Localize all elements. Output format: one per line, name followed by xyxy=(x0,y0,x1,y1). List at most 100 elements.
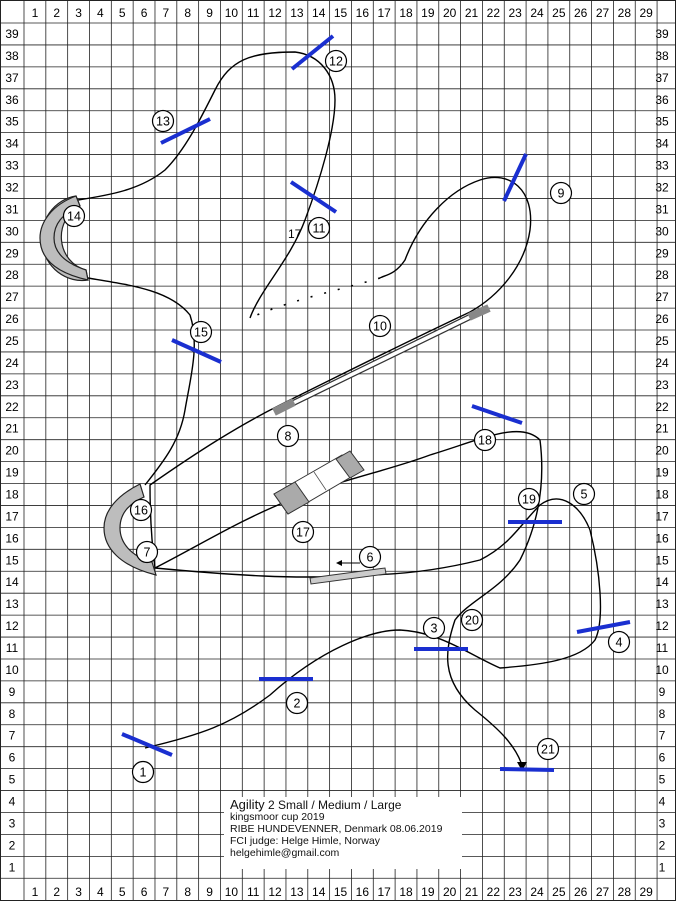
row-label: 14 xyxy=(655,575,669,589)
row-label: 2 xyxy=(9,838,16,852)
row-label: 22 xyxy=(5,400,19,414)
column-label: 21 xyxy=(465,6,479,20)
column-label: 8 xyxy=(184,6,191,20)
finish-arrow xyxy=(517,762,527,771)
course-title: Agility 2 Small / Medium / Large xyxy=(230,797,456,812)
hurdles xyxy=(121,34,631,772)
row-label: 31 xyxy=(5,202,19,216)
svg-text:10: 10 xyxy=(373,320,387,334)
course-title-main: Agility xyxy=(230,797,265,812)
row-label: 22 xyxy=(655,400,669,414)
row-labels-right: 3938373635343332313029282726252423222120… xyxy=(655,27,669,874)
row-label: 24 xyxy=(5,356,19,370)
obstacle-number-15: 15 xyxy=(189,320,213,344)
event-name: kingsmoor cup 2019 xyxy=(230,811,325,823)
column-label: 24 xyxy=(530,885,544,899)
column-label: 2 xyxy=(53,6,60,20)
a-frame xyxy=(273,450,365,515)
row-label: 28 xyxy=(655,268,669,282)
row-label: 34 xyxy=(5,137,19,151)
svg-text:19: 19 xyxy=(522,493,536,507)
seesaw xyxy=(309,560,387,585)
row-label: 15 xyxy=(5,553,19,567)
row-label: 2 xyxy=(659,838,666,852)
row-label: 18 xyxy=(655,487,669,501)
obstacle-number-12: 12 xyxy=(324,49,348,73)
column-label: 18 xyxy=(399,885,413,899)
course-info-box: Agility 2 Small / Medium / Large kingsmo… xyxy=(224,797,462,869)
column-label: 4 xyxy=(97,6,104,20)
row-label: 33 xyxy=(5,159,19,173)
column-label: 1 xyxy=(32,885,39,899)
row-label: 15 xyxy=(655,553,669,567)
row-label: 3 xyxy=(9,816,16,830)
row-label: 26 xyxy=(5,312,19,326)
row-label: 32 xyxy=(5,180,19,194)
obstacle-number-7: 7 xyxy=(135,540,159,564)
obstacle-number-2: 2 xyxy=(285,691,309,715)
column-label: 8 xyxy=(184,885,191,899)
obstacle-number-9: 9 xyxy=(549,181,573,205)
svg-text:9: 9 xyxy=(558,187,565,201)
row-label: 27 xyxy=(5,290,19,304)
row-label: 21 xyxy=(5,422,19,436)
svg-text:12: 12 xyxy=(329,55,343,69)
row-label: 23 xyxy=(655,378,669,392)
dog-path-left xyxy=(87,277,195,486)
column-label: 21 xyxy=(465,885,479,899)
row-label: 35 xyxy=(5,115,19,129)
row-label: 25 xyxy=(655,334,669,348)
row-label: 34 xyxy=(655,137,669,151)
svg-text:7: 7 xyxy=(144,546,151,560)
column-label: 3 xyxy=(75,6,82,20)
row-label: 6 xyxy=(9,751,16,765)
row-label: 13 xyxy=(5,597,19,611)
row-label: 19 xyxy=(5,466,19,480)
row-label: 33 xyxy=(655,159,669,173)
dog-path xyxy=(144,430,602,766)
svg-text:21: 21 xyxy=(541,743,555,757)
column-label: 12 xyxy=(268,6,282,20)
column-label: 10 xyxy=(225,6,239,20)
row-label: 1 xyxy=(9,860,16,874)
svg-text:8: 8 xyxy=(285,430,292,444)
column-label: 26 xyxy=(574,885,588,899)
row-label: 37 xyxy=(5,71,19,85)
svg-text:2: 2 xyxy=(294,697,301,711)
row-label: 27 xyxy=(655,290,669,304)
column-label: 11 xyxy=(247,885,260,899)
row-label: 13 xyxy=(655,597,669,611)
column-label: 15 xyxy=(334,885,348,899)
obstacle-number-21: 21 xyxy=(536,737,560,761)
obstacle-number-10: 10 xyxy=(368,314,392,338)
row-label: 28 xyxy=(5,268,19,282)
judge-name: FCI judge: Helge Himle, Norway xyxy=(230,835,380,847)
column-label: 14 xyxy=(312,885,326,899)
obstacle-number-17: 17 xyxy=(291,520,315,544)
obstacle-number-20: 20 xyxy=(460,608,484,632)
column-label: 24 xyxy=(530,6,544,20)
row-label: 39 xyxy=(5,27,19,41)
tunnel-14 xyxy=(39,195,89,282)
row-label: 8 xyxy=(9,707,16,721)
column-label: 7 xyxy=(163,6,170,20)
column-label: 9 xyxy=(206,6,213,20)
row-label: 12 xyxy=(655,619,669,633)
row-labels-left: 3938373635343332313029282726252423222120… xyxy=(5,27,19,874)
svg-text:3: 3 xyxy=(431,622,438,636)
row-label: 16 xyxy=(5,531,19,545)
row-label: 9 xyxy=(659,685,666,699)
row-label: 14 xyxy=(5,575,19,589)
svg-text:13: 13 xyxy=(156,115,170,129)
row-label: 1 xyxy=(659,860,666,874)
obstacle-number-19: 19 xyxy=(517,487,541,511)
column-label: 25 xyxy=(552,6,566,20)
column-label: 6 xyxy=(141,885,148,899)
obstacle-number-3: 3 xyxy=(422,616,446,640)
column-label: 26 xyxy=(574,6,588,20)
dog-path-dotted xyxy=(249,277,381,319)
row-label: 35 xyxy=(655,115,669,129)
dog-path-middle xyxy=(149,176,532,569)
